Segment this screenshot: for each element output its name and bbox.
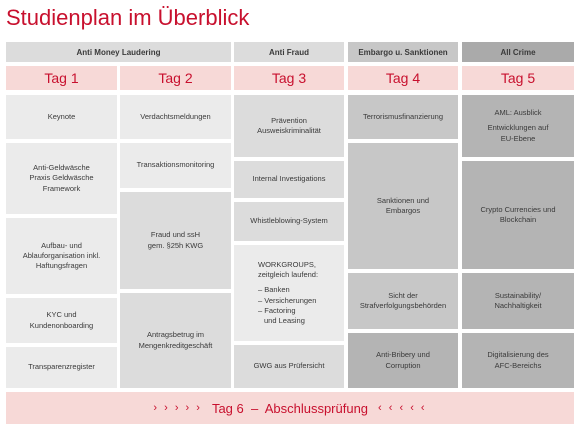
cell-text: Embargos (385, 206, 421, 215)
cell-text: Ausweiskriminalität (257, 126, 321, 135)
cell-text: Anti-Bribery und (376, 350, 430, 360)
cell-text: Internal Investigations (252, 174, 326, 184)
cell-text: Sanktionen und (376, 195, 430, 205)
cell-text: gem. §25h KWG (147, 240, 204, 250)
cell-praevention: Prävention Ausweiskriminalität (234, 95, 344, 157)
cell-text: Nachhaltigkeit (494, 301, 542, 310)
cell-text: AML: Ausblick (494, 108, 542, 118)
cell-terrorismusfinanzierung: Terrorismusfinanzierung (348, 95, 458, 139)
cell-text: Keynote (47, 111, 76, 121)
cell-text: – Banken (258, 285, 290, 295)
cell-sustainability: Sustainability/ Nachhaltigkeit (462, 273, 574, 329)
cell-text: Kundenonboarding (29, 320, 94, 330)
cell-text: Crypto Currencies und (480, 204, 556, 214)
cell-text: WORKGROUPS, (258, 260, 316, 270)
band-all-crime: All Crime (462, 42, 574, 62)
cell-whistleblowing: Whistleblowing-System (234, 202, 344, 241)
cell-text: und Leasing (264, 315, 305, 325)
cell-text: Entwicklungen auf (487, 123, 549, 133)
cell-internal-investigations: Internal Investigations (234, 161, 344, 198)
right-arrows-icon: › › › › › (153, 402, 202, 414)
cell-text: Ablauforganisation inkl. (22, 250, 101, 260)
cell-text: Anti-Geldwäsche (33, 163, 90, 173)
cell-text: Antragsbetrug im (146, 330, 205, 340)
band-anti-fraud: Anti Fraud (234, 42, 344, 62)
cell-text: Prävention (271, 115, 307, 125)
cell-anti-bribery: Anti-Bribery und Corruption (348, 333, 458, 388)
cell-kyc: KYC und Kundenonboarding (6, 298, 117, 343)
cell-text: AFC-Bereichs (494, 360, 542, 370)
day-6-banner: › › › › › Tag 6 – Abschlussprüfung ‹ ‹ ‹… (6, 392, 574, 424)
cell-text: – Versicherungen (258, 295, 317, 305)
band-embargo: Embargo u. Sanktionen (348, 42, 458, 62)
band-anti-money-laundering: Anti Money Laudering (6, 42, 231, 62)
cell-workgroups: WORKGROUPS, zeitgleich laufend: – Banken… (234, 245, 344, 341)
cell-text: – Factoring (258, 305, 296, 315)
cell-text: Terrorismusfinanzierung (362, 111, 444, 121)
cell-text: Sustainability/ (494, 290, 542, 300)
cell-text: Framework (42, 183, 81, 193)
day-4-header: Tag 4 (348, 66, 458, 90)
cell-sanktionen-embargos: Sanktionen und Embargos (348, 143, 458, 269)
cell-gwg-pruefersicht: GWG aus Prüfersicht (234, 345, 344, 388)
cell-transaktionsmonitoring: Transaktionsmonitoring (120, 143, 231, 188)
cell-text: Whistleblowing-System (250, 216, 328, 226)
cell-text: EU-Ebene (500, 133, 536, 143)
cell-aufbau-ablauforganisation: Aufbau- und Ablauforganisation inkl. Haf… (6, 218, 117, 294)
day-1-header: Tag 1 (6, 66, 117, 90)
cell-text: Fraud und ssH (150, 230, 201, 240)
cell-text: Transaktionsmonitoring (136, 160, 215, 170)
cell-text: Verdachtsmeldungen (140, 111, 211, 121)
cell-text: KYC und (46, 310, 77, 320)
cell-text: Haftungsfragen (35, 261, 88, 271)
day-3-header: Tag 3 (234, 66, 344, 90)
left-arrows-icon: ‹ ‹ ‹ ‹ ‹ (378, 402, 427, 414)
cell-text: Sicht der (388, 290, 418, 300)
page-title: Studienplan im Überblick (6, 5, 250, 30)
cell-text: GWG aus Prüfersicht (253, 361, 325, 371)
cell-verdachtsmeldungen: Verdachtsmeldungen (120, 95, 231, 139)
day-5-header: Tag 5 (462, 66, 574, 90)
day-2-header: Tag 2 (120, 66, 231, 90)
cell-text: Praxis Geldwäsche (29, 173, 94, 183)
cell-text: Strafverfolgungsbehörden (359, 301, 447, 310)
cell-antragsbetrug: Antragsbetrug im Mengenkreditgeschäft (120, 293, 231, 388)
cell-strafverfolgung: Sicht der Strafverfolgungsbehörden (348, 273, 458, 329)
cell-aml-ausblick: AML: Ausblick Entwicklungen auf EU-Ebene (462, 95, 574, 157)
cell-fraud-ssh: Fraud und ssH gem. §25h KWG (120, 192, 231, 289)
cell-digitalisierung: Digitalisierung des AFC-Bereichs (462, 333, 574, 388)
cell-text: Corruption (385, 360, 421, 370)
cell-transparenzregister: Transparenzregister (6, 347, 117, 388)
cell-anti-geldwaesche: Anti-Geldwäsche Praxis Geldwäsche Framew… (6, 143, 117, 214)
cell-text: Aufbau- und (41, 240, 82, 250)
day-6-label: Tag 6 – Abschlussprüfung (211, 400, 369, 416)
cell-keynote: Keynote (6, 95, 117, 139)
cell-crypto: Crypto Currencies und Blockchain (462, 161, 574, 269)
cell-text: Transparenzregister (28, 362, 95, 372)
cell-text: Digitalisierung des (487, 350, 549, 360)
cell-text: Mengenkreditgeschäft (138, 340, 213, 350)
cell-text: Blockchain (499, 215, 537, 224)
cell-text: zeitgleich laufend: (258, 270, 319, 280)
